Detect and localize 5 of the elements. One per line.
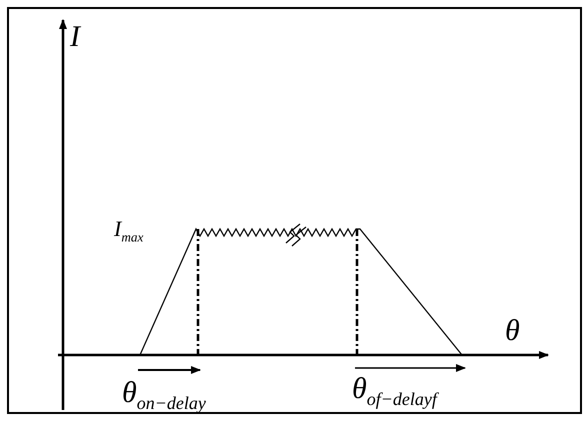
delay-label: θ$_{on−delay}$ (122, 378, 206, 412)
max-current-label: I$_{max}$ (114, 218, 144, 244)
axis-label: θ (505, 316, 520, 346)
delay-label: θ$_{of−delayf}$ (352, 374, 437, 408)
axis-label: I (70, 22, 80, 52)
